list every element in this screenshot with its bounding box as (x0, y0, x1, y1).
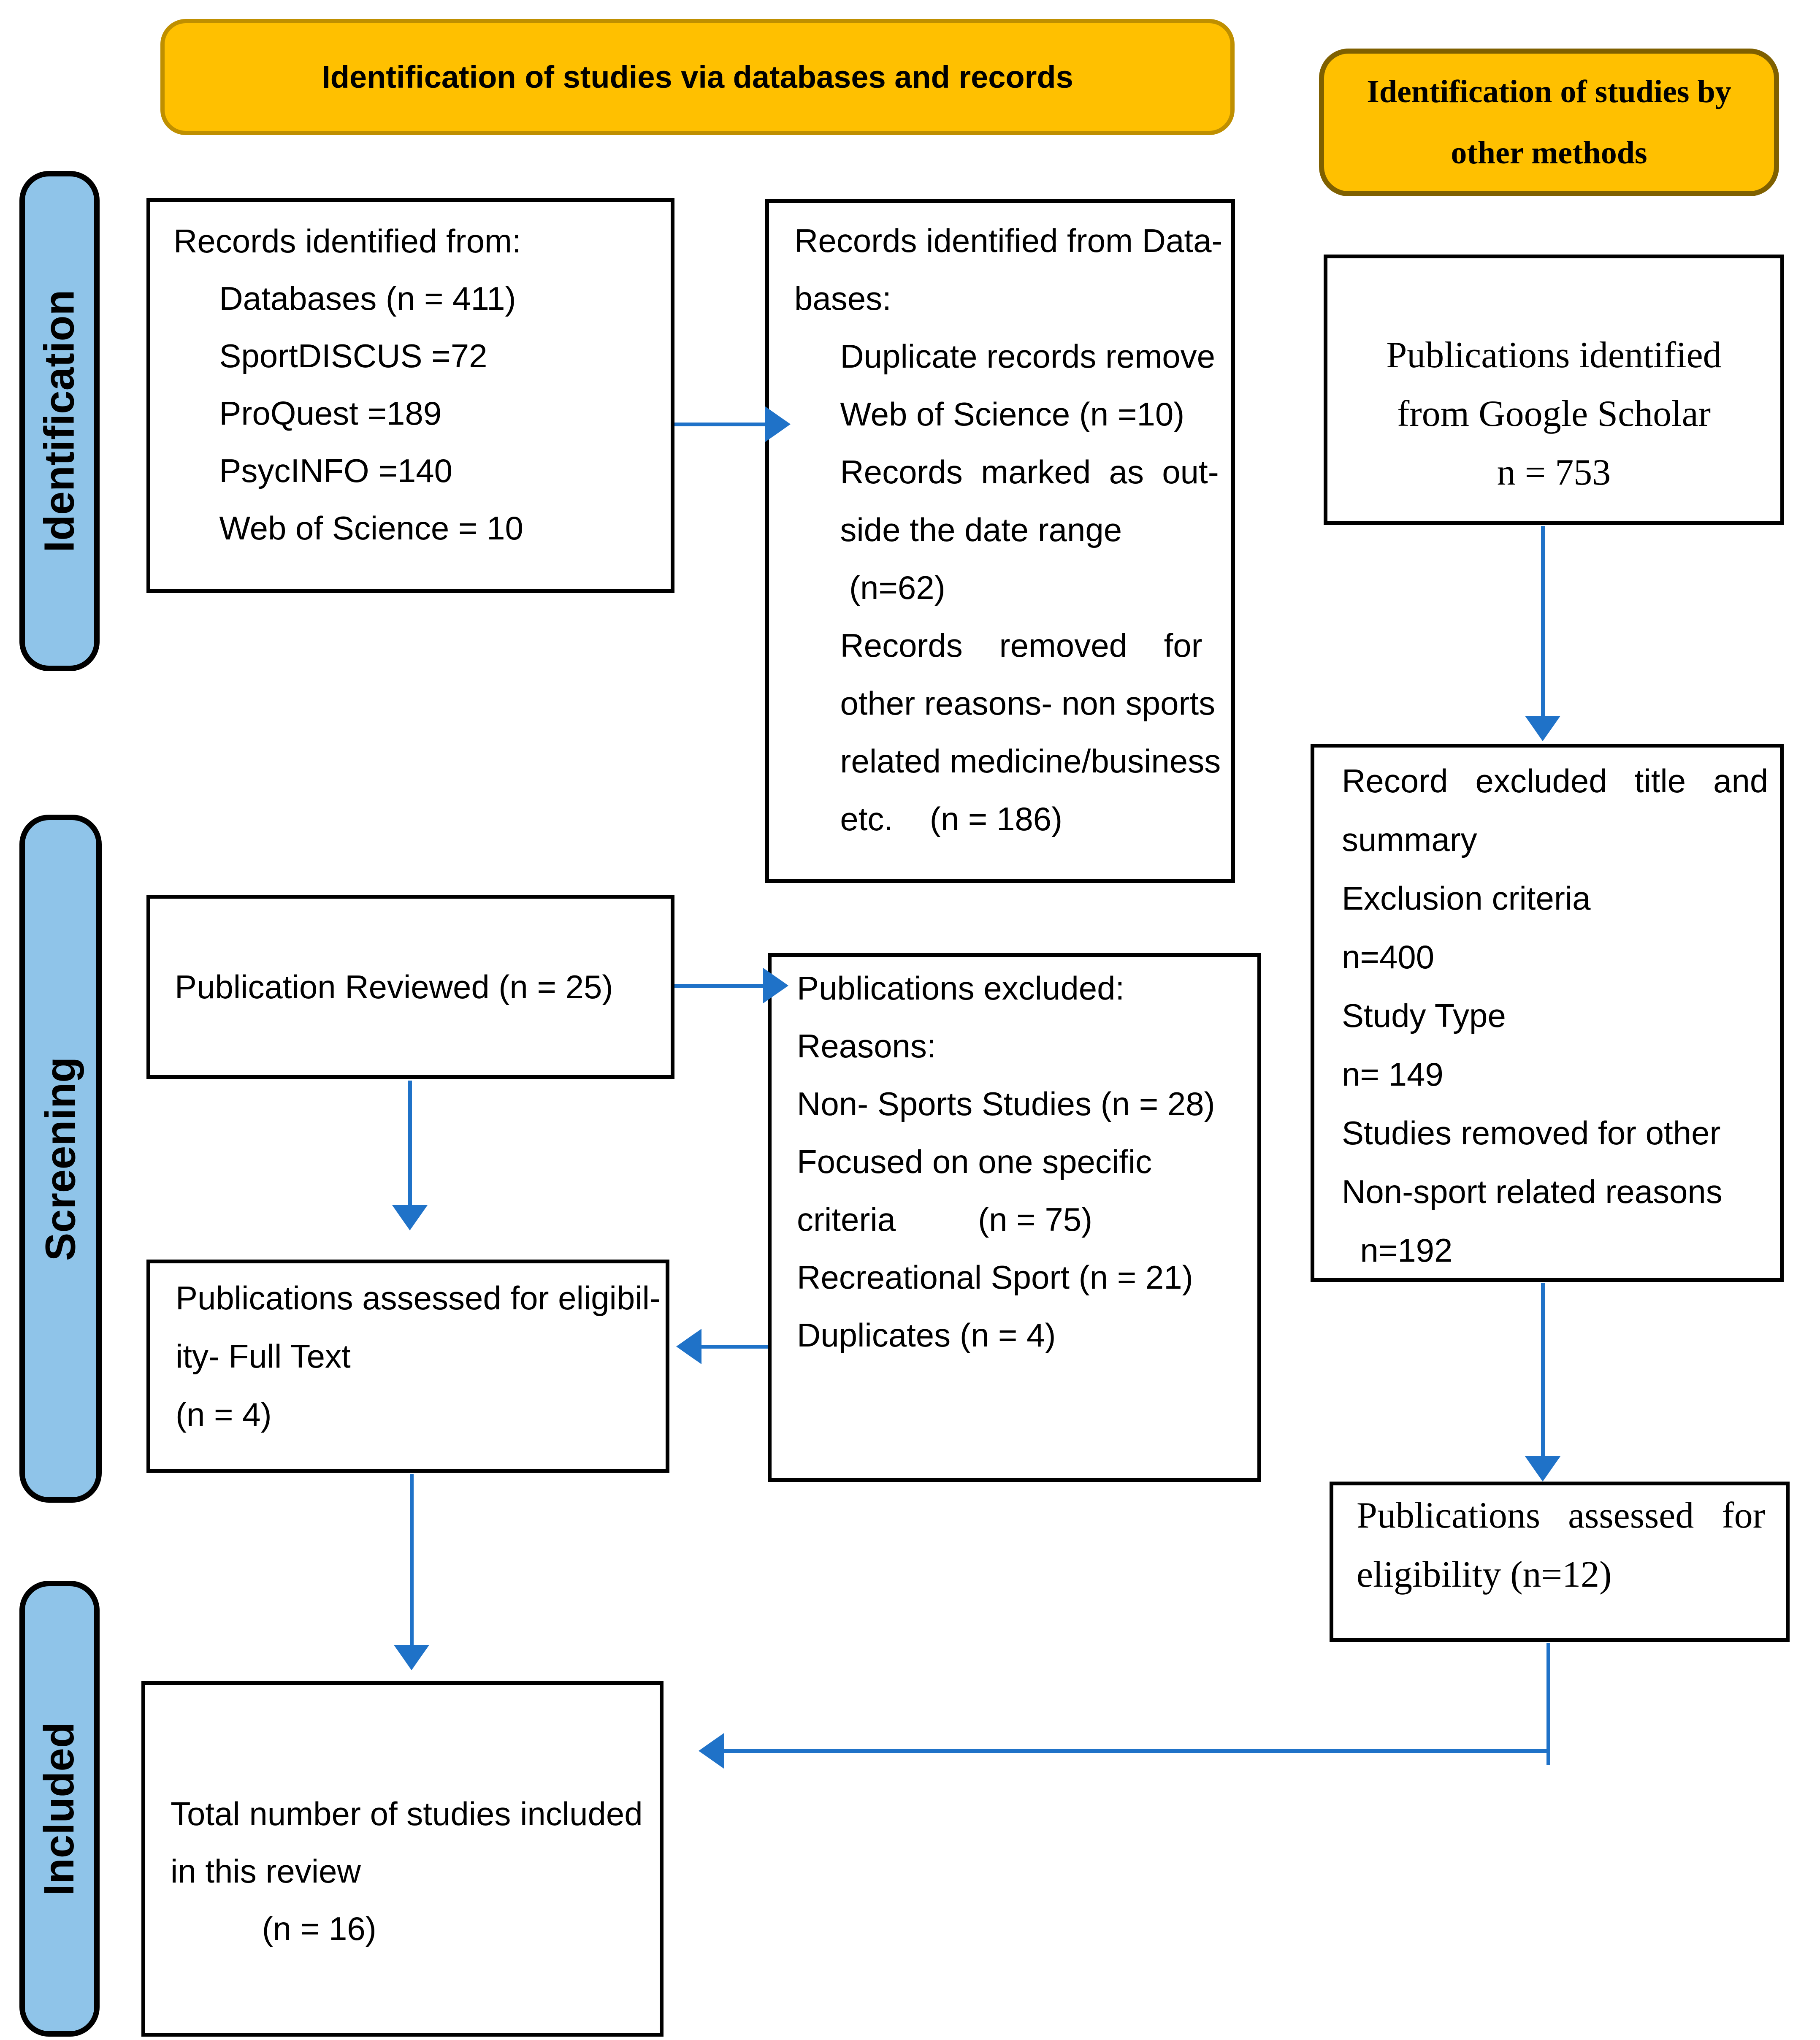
text-line: eligibility (n=12) (1357, 1554, 1612, 1595)
header-identification-other-methods: Identification of studies by other method… (1319, 49, 1779, 196)
text-line: PsycINFO =140 (173, 452, 453, 489)
text-line: ProQuest =189 (173, 395, 442, 432)
text-line: Reasons: (797, 1027, 936, 1065)
box-records-removed-databases: Records identified from Data-bases: Dupl… (765, 199, 1235, 883)
text-line: Non-sport related reasons (1342, 1173, 1722, 1210)
stage-rail-screening: Screening (19, 815, 102, 1503)
arrow-scholar-to-excluded-head (1525, 716, 1560, 741)
arrow-scholar-to-excluded-line (1541, 526, 1545, 716)
header-databases-label: Identification of studies via databases … (322, 59, 1073, 95)
arrow-excluded-to-fulltext-head (676, 1329, 701, 1364)
text-line: Total number of studies included (171, 1795, 643, 1832)
arrow-excluded-to-eligibility-line (1541, 1283, 1545, 1456)
text-line: Record excluded title and (1342, 762, 1769, 799)
text-line: n = 753 (1497, 452, 1611, 493)
box-publications-excluded: Publications excluded: Reasons: Non- Sport… (768, 953, 1261, 1482)
stage-label-included: Included (35, 1722, 83, 1896)
text-line: Exclusion criteria (1342, 880, 1591, 917)
arrow-eligibility-to-total-head (699, 1733, 724, 1769)
text-line: Studies removed for other (1342, 1114, 1721, 1151)
text-line: Records identified from Data- (794, 222, 1223, 259)
text-line: etc. (n = 186) (794, 800, 1063, 837)
text-line: Publications identified (1386, 335, 1722, 376)
text-line: n= 149 (1342, 1056, 1444, 1093)
text-line: Duplicates (n = 4) (797, 1317, 1056, 1354)
arrow-records-to-removed-head (765, 406, 791, 442)
arrow-reviewed-to-excluded-line (674, 984, 763, 988)
text-line: (n=62) (794, 569, 945, 606)
box-publication-reviewed: Publication Reviewed (n = 25) (146, 895, 674, 1079)
text-line: Publications assessed for eligibil- (176, 1279, 661, 1317)
text-line: side the date range (794, 511, 1122, 548)
box-google-scholar: Publications identified from Google Schol… (1324, 255, 1784, 525)
text-line: Identification of studies by (1367, 74, 1731, 109)
text-line: Records identified from: (173, 222, 521, 260)
text-line: related medicine/business (794, 742, 1221, 780)
text-line: SportDISCUS =72 (173, 337, 487, 374)
text-line: Databases (n = 411) (173, 280, 516, 317)
publication-reviewed-label: Publication Reviewed (n = 25) (175, 968, 613, 1005)
text-line: other reasons- non sports (794, 685, 1216, 722)
text-line: Focused on one specific (797, 1143, 1152, 1180)
text-line: Duplicate records remove (794, 338, 1216, 375)
arrow-fulltext-to-total-line (410, 1474, 414, 1645)
box-assessed-full-text: Publications assessed for eligibil-ity- … (146, 1260, 669, 1473)
text-line: (n = 4) (176, 1396, 272, 1433)
header-identification-databases: Identification of studies via databases … (160, 19, 1235, 135)
arrow-reviewed-to-fulltext-head (392, 1205, 428, 1230)
text-line: Publications excluded: (797, 970, 1125, 1007)
text-line: n=400 (1342, 938, 1435, 975)
arrow-excluded-to-fulltext-line (701, 1345, 768, 1349)
stage-label-screening: Screening (37, 1057, 84, 1261)
text-line: from Google Scholar (1397, 393, 1711, 434)
stage-label-identification: Identification (35, 290, 83, 553)
arrow-fulltext-to-total-head (394, 1645, 429, 1670)
text-line: Study Type (1342, 997, 1506, 1034)
box-assessed-eligibility: Publications assessed for eligibility (n=… (1330, 1482, 1790, 1642)
text-line: criteria (n = 75) (797, 1201, 1093, 1238)
stage-rail-identification: Identification (19, 171, 100, 671)
text-line: other methods (1451, 135, 1647, 171)
arrow-reviewed-to-fulltext-line (408, 1081, 412, 1205)
arrow-excluded-to-eligibility-head (1525, 1456, 1560, 1482)
box-total-included: Total number of studies included in this … (141, 1681, 664, 2037)
text-line: in this review (171, 1853, 361, 1890)
text-line: Recreational Sport (n = 21) (797, 1259, 1193, 1296)
text-line: summary (1342, 821, 1477, 858)
text-line: Records marked as out- (794, 453, 1219, 490)
text-line: Non- Sports Studies (n = 28) (797, 1085, 1215, 1122)
text-line: bases: (794, 280, 891, 317)
text-line: Web of Science = 10 (173, 509, 523, 547)
text-line: ity- Full Text (176, 1338, 351, 1375)
arrow-records-to-removed-line (674, 423, 765, 426)
arrow-eligibility-elbow-vertical (1546, 1643, 1550, 1765)
arrow-reviewed-to-excluded-head (763, 968, 788, 1003)
text-line: (n = 16) (171, 1910, 376, 1947)
text-line: Web of Science (n =10) (794, 396, 1185, 433)
text-line: Records removed for (794, 627, 1202, 664)
box-records-identified: Records identified from: Databases (n = … (146, 198, 674, 593)
stage-rail-included: Included (19, 1581, 100, 2037)
arrow-eligibility-to-total-line (724, 1749, 1550, 1753)
text-line: n=192 (1342, 1232, 1453, 1269)
text-line: Publications assessed for (1357, 1495, 1765, 1536)
